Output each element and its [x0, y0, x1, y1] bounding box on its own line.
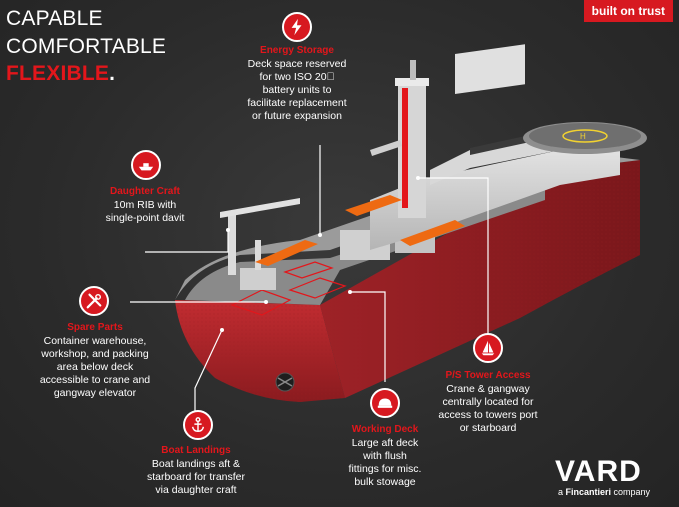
- vard-logo: VARD: [555, 455, 642, 488]
- daughter-craft-text: 10m RIB with single-point davit: [105, 199, 185, 224]
- leader-tower: [418, 177, 489, 335]
- energy-storage-text: Deck space reserved for two ISO 20  batt…: [247, 58, 347, 122]
- leader-daughter: [145, 230, 229, 253]
- boat-landings-text: Boat landings aft & starboard for transf…: [146, 458, 246, 496]
- working-deck-title: Working Deck: [351, 424, 419, 435]
- headline-capable: CAPABLE: [6, 7, 103, 30]
- anchor-icon: [183, 410, 213, 440]
- sailboat-icon: [473, 333, 503, 363]
- boat-landings-title: Boat Landings: [161, 445, 231, 456]
- tagline-badge: built on trust: [583, 0, 673, 22]
- superstructure: [370, 140, 620, 250]
- leader-boat: [194, 329, 223, 412]
- energy-storage-title: Energy Storage: [260, 45, 334, 56]
- fincantieri-brand: Fincantieri: [565, 487, 612, 497]
- fincantieri-tagline: a Fincantieri company: [558, 487, 650, 497]
- daughter-craft: [255, 240, 318, 266]
- fincantieri-prefix: a: [558, 487, 566, 497]
- headline-flexible-word: FLEXIBLE: [6, 62, 110, 85]
- boat-icon: [131, 150, 161, 180]
- tools-icon: [79, 286, 109, 316]
- hardhat-icon: [370, 388, 400, 418]
- lightning-icon: [282, 12, 312, 42]
- spare-parts-title: Spare Parts: [67, 322, 123, 333]
- daughter-craft-title: Daughter Craft: [109, 186, 180, 197]
- tower-access-text: Crane & gangway centrally located for ac…: [438, 383, 538, 434]
- leader-working: [350, 291, 386, 382]
- headline-flexible: FLEXIBLE.: [6, 61, 115, 86]
- fincantieri-suffix: company: [611, 487, 651, 497]
- spare-parts-text: Container warehouse, workshop, and packi…: [39, 335, 151, 399]
- headline-comfortable: COMFORTABLE: [6, 35, 167, 58]
- headline-dot: .: [109, 62, 116, 85]
- tower-access-title: P/S Tower Access: [445, 370, 531, 381]
- working-deck-text: Large aft deck with flush fittings for m…: [348, 437, 422, 488]
- svg-text:H: H: [580, 132, 586, 141]
